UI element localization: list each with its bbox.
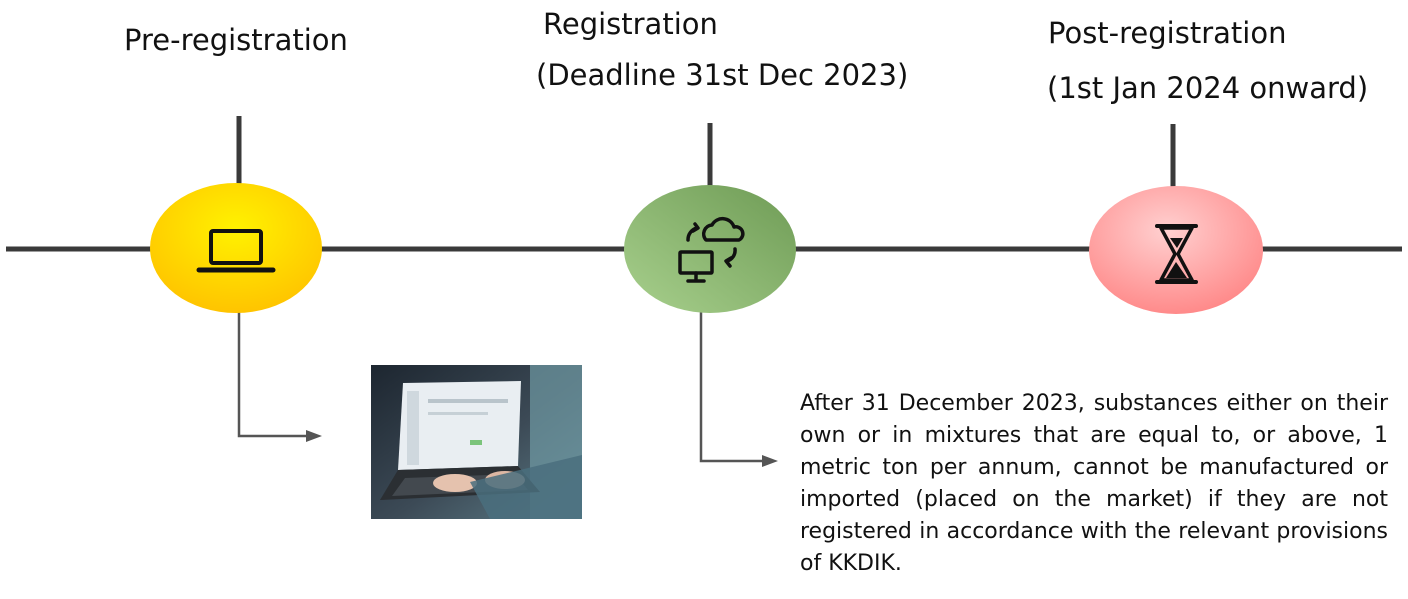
stage-2-title: Registration [543, 7, 718, 41]
registration-deadline-note: After 31 December 2023, substances eithe… [800, 391, 1388, 576]
hourglass-icon [1155, 224, 1198, 284]
stage-3-subtitle: (1st Jan 2024 onward) [1047, 71, 1369, 105]
connector-to-photo [237, 310, 306, 438]
cloud-sync-icon [678, 216, 745, 283]
stage-2-subtitle: (Deadline 31st Dec 2023) [536, 58, 909, 92]
connector-to-note [699, 312, 762, 463]
arrowhead-to-photo [306, 430, 322, 442]
stage-3-node [1089, 186, 1263, 314]
laptop-icon [196, 229, 276, 273]
stage-1-node [150, 183, 322, 313]
arrowhead-to-note [762, 455, 778, 467]
stage-3-title: Post-registration [1048, 16, 1287, 50]
stage-2-node [624, 185, 796, 313]
stage-1-title: Pre-registration [124, 23, 348, 57]
person-typing-on-laptop-photo [371, 365, 582, 519]
